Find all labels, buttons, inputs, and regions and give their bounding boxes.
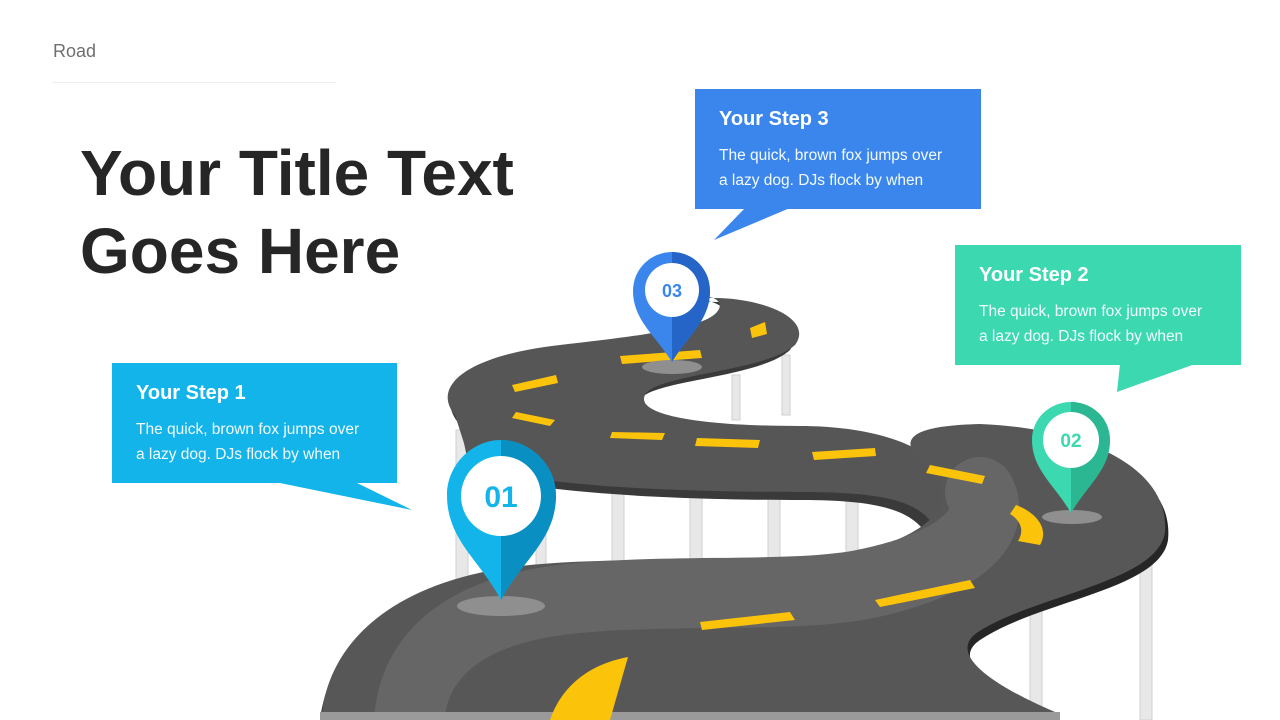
callout-2-tail [1117,364,1195,392]
step-2-text-line-1: The quick, brown fox jumps over [979,303,1203,320]
step-3-text-line-2: a lazy dog. DJs flock by when [719,172,924,189]
pin-03-number: 03 [662,281,682,301]
lane-markings [512,322,1044,720]
step-2-callout[interactable]: Your Step 2 The quick, brown fox jumps o… [955,245,1241,365]
pin-01-number: 01 [484,481,517,514]
step-2-title: Your Step 2 [979,264,1089,286]
section-divider [53,82,336,83]
map-pin-02[interactable]: 02 [1032,402,1110,524]
step-2-text-line-2: a lazy dog. DJs flock by when [979,328,1184,345]
callout-1-tail [275,482,412,510]
step-3-callout[interactable]: Your Step 3 The quick, brown fox jumps o… [695,89,981,209]
pin-02-number: 02 [1060,431,1081,452]
road-upper-loop [447,296,956,540]
callout-3-tail [714,208,790,240]
slide-title[interactable]: Your Title Text Goes Here [80,134,600,290]
road-lower-section [320,424,1169,720]
step-1-text-line-2: a lazy dog. DJs flock by when [136,446,341,463]
step-3-text-line-1: The quick, brown fox jumps over [719,147,943,164]
map-pin-01[interactable]: 01 [447,440,556,616]
map-pin-03[interactable]: 03 [633,252,710,374]
slide-title-line-1: Your Title Text [80,137,514,209]
slide-title-line-2: Goes Here [80,215,401,287]
section-label: Road [53,41,97,61]
step-1-callout[interactable]: Your Step 1 The quick, brown fox jumps o… [112,363,397,483]
step-1-title: Your Step 1 [136,382,246,404]
step-3-title: Your Step 3 [719,108,829,130]
step-1-text-line-1: The quick, brown fox jumps over [136,421,360,438]
